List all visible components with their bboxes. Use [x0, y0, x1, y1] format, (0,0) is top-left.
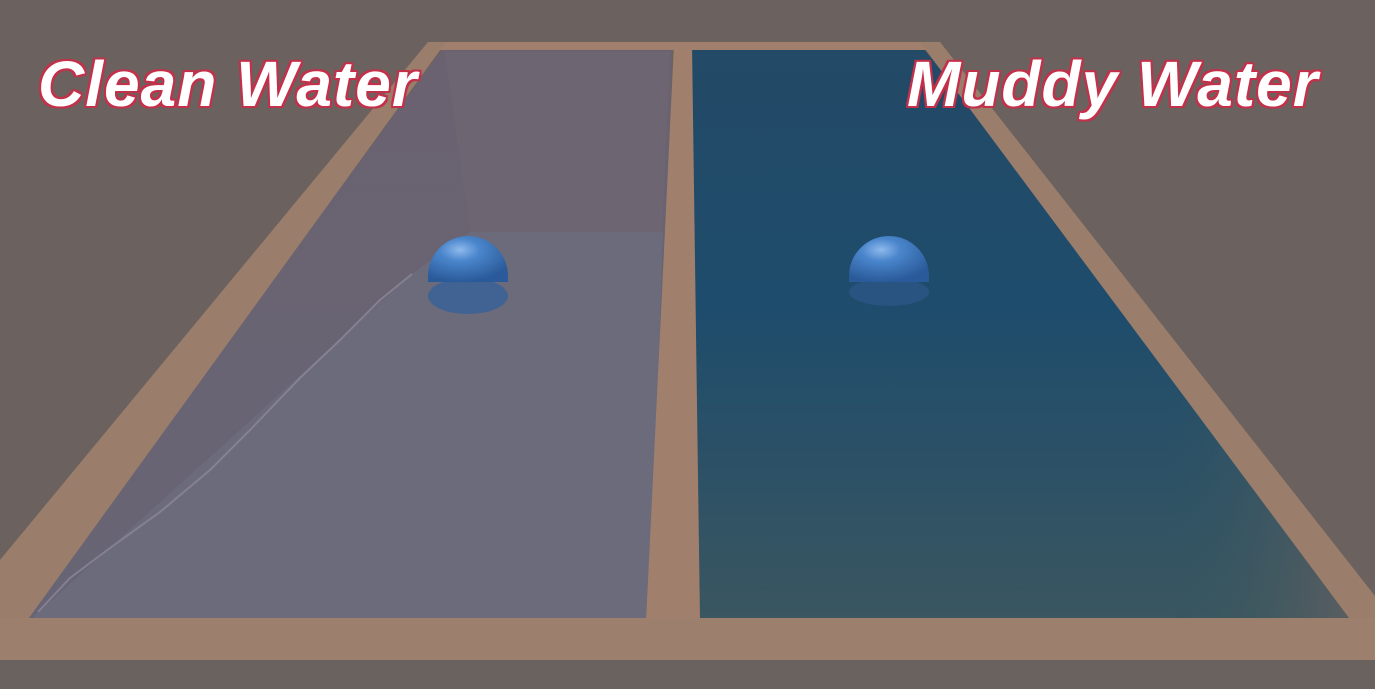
- clean-ball-reflection: [428, 278, 508, 314]
- frame-right-rail: [920, 42, 1375, 622]
- clean-ball-group: [428, 236, 508, 314]
- frame-left-rail: [0, 42, 446, 622]
- clean-water-surface: [30, 232, 663, 620]
- muddy-water-fade: [690, 50, 1370, 620]
- clean-water-edge: [37, 273, 413, 613]
- frame-front-rail-shadow: [0, 660, 1375, 689]
- clean-water-label: Clean Water: [38, 48, 418, 120]
- muddy-ball-icon: [849, 236, 929, 282]
- muddy-ball-reflection: [849, 278, 929, 306]
- clean-ball-icon: [428, 236, 508, 282]
- frame-front-rail: [0, 618, 1375, 662]
- frame-center-divider: [646, 44, 700, 622]
- muddy-ball-group: [849, 236, 929, 306]
- clean-tank-back-wall: [445, 52, 670, 232]
- muddy-water-label: Muddy Water: [907, 48, 1319, 120]
